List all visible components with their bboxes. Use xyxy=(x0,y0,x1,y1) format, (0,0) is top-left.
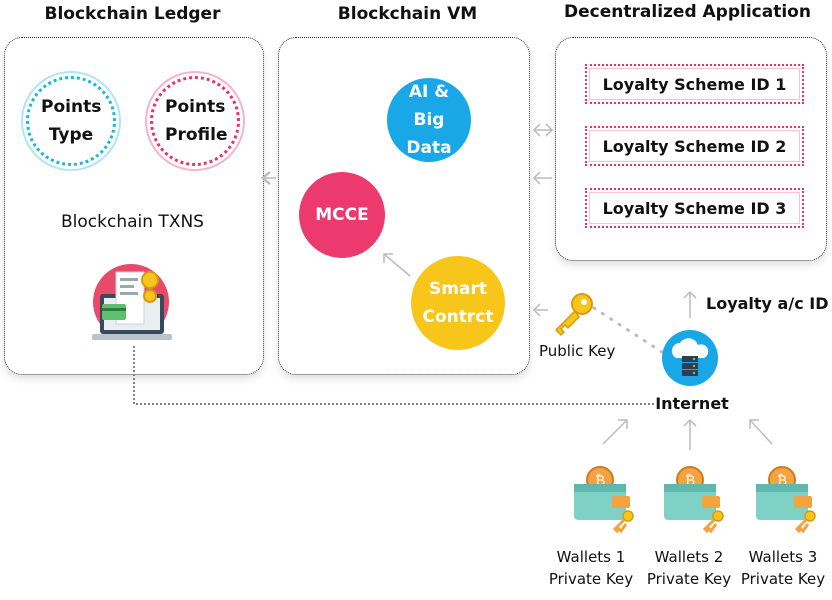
vm-title: Blockchain VM xyxy=(337,4,478,24)
wallet-3-name: Wallets 3 xyxy=(748,548,818,566)
mcce-node: MCCE xyxy=(299,172,385,258)
internet-to-dapp-arrow xyxy=(683,290,697,318)
svg-text:₿: ₿ xyxy=(595,473,605,489)
dapp-to-vm-arrow xyxy=(532,171,552,185)
wallet-1-key: Private Key xyxy=(548,570,634,588)
wallet-3-key: Private Key xyxy=(740,570,826,588)
points-profile-node: Points Profile xyxy=(150,76,240,166)
wallet3-arrow xyxy=(749,419,773,445)
wallet-2-icon: ₿ xyxy=(664,466,724,534)
wallet-2-label: Wallets 2 Private Key xyxy=(644,546,734,590)
laptop-receipt-icon xyxy=(92,264,172,340)
vm-dapp-double-arrow xyxy=(532,123,554,137)
blockchain-txns-label: Blockchain TXNS xyxy=(61,212,204,232)
svg-text:₿: ₿ xyxy=(777,473,787,489)
loyalty-scheme-3: Loyalty Scheme ID 3 xyxy=(585,188,804,228)
public-key-label: Public Key xyxy=(539,342,616,360)
key-icon xyxy=(554,293,593,337)
key-cloud-dotted-line xyxy=(592,306,664,354)
wallet-3-label: Wallets 3 Private Key xyxy=(738,546,828,590)
svg-text:₿: ₿ xyxy=(685,473,695,489)
points-type-node: Points Type xyxy=(26,76,116,166)
points-type-label: Points Type xyxy=(41,97,102,145)
loyalty-scheme-1: Loyalty Scheme ID 1 xyxy=(585,64,804,104)
ai-big-data-label: AI & Big Data xyxy=(406,82,452,158)
wallet-1-name: Wallets 1 xyxy=(556,548,626,566)
ai-big-data-node: AI & Big Data xyxy=(387,78,471,162)
cloud-server-icon xyxy=(662,330,718,386)
ledger-internet-dotted-line xyxy=(133,346,654,405)
key-to-contract-arrow xyxy=(532,303,548,317)
ledger-title: Blockchain Ledger xyxy=(44,4,221,24)
loyalty-id-label: Loyalty a/c ID xyxy=(706,294,829,313)
mcce-label: MCCE xyxy=(315,205,369,225)
wallet-3-icon: ₿ xyxy=(756,466,816,534)
smart-contract-label: Smart Contrct xyxy=(422,279,494,327)
dapp-panel xyxy=(555,37,827,261)
points-profile-label: Points Profile xyxy=(165,97,228,145)
smart-contract-node: Smart Contrct xyxy=(411,256,505,350)
contract-to-mcce-arrow xyxy=(383,253,411,277)
internet-label: Internet xyxy=(655,394,729,413)
loyalty-scheme-2: Loyalty Scheme ID 2 xyxy=(585,126,804,166)
dapp-title: Decentralized Application xyxy=(564,2,811,22)
wallet-2-key: Private Key xyxy=(646,570,732,588)
wallet-1-label: Wallets 1 Private Key xyxy=(546,546,636,590)
wallet1-arrow xyxy=(602,419,628,445)
wallet-2-name: Wallets 2 xyxy=(654,548,724,566)
wallet2-arrow xyxy=(683,418,697,450)
wallet-1-icon: ₿ xyxy=(574,466,634,534)
